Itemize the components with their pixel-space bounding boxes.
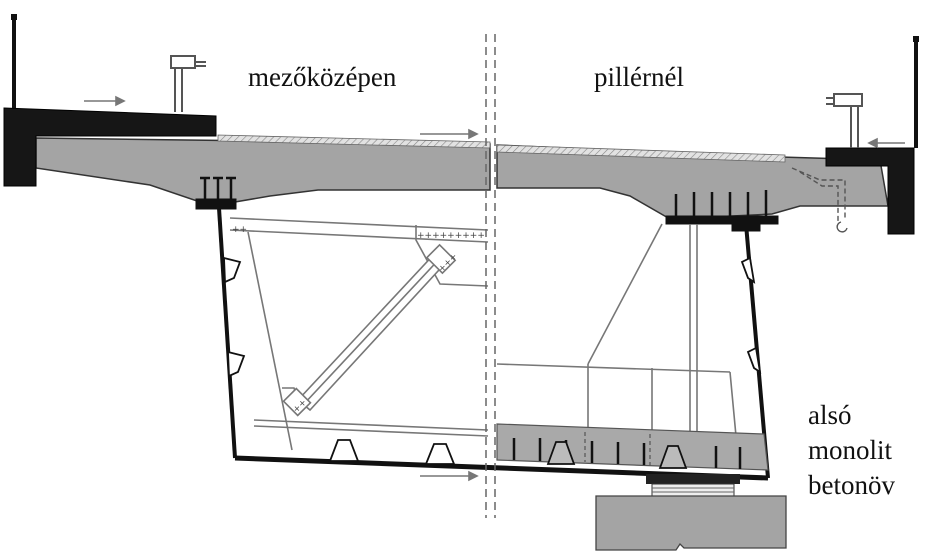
arrow-right-top: [867, 137, 905, 149]
web-stiffeners: [223, 256, 762, 378]
label-bottom-slab-line-1: alsó: [808, 400, 852, 430]
arrow-bottom: [420, 470, 479, 482]
shear-studs-right: [674, 190, 768, 216]
bearing: [646, 474, 740, 497]
deck-slab: [35, 137, 491, 203]
road-surfacing: [217, 134, 491, 149]
label-bottom-slab-line-3: betonöv: [808, 470, 895, 500]
label-bottom-slab-line-2: monolit: [808, 435, 893, 465]
pier-cap: [595, 495, 787, 551]
label-midspan: mezőközépen: [248, 62, 397, 92]
bottom-concrete-slab: [496, 423, 769, 471]
svg-text:++: ++: [232, 225, 247, 235]
cross-frame-midspan: [229, 217, 489, 451]
label-pier: pillérnél: [594, 62, 684, 92]
left-railing: [170, 55, 206, 112]
shear-studs-left: [200, 176, 236, 199]
drain-pipe: [791, 167, 846, 222]
arrow-left-top: [84, 95, 126, 107]
svg-text:+++++++++: +++++++++: [417, 231, 485, 241]
bottom-slab-dashes: [584, 432, 651, 466]
right-railing: [826, 93, 863, 148]
bottom-slab-stiffeners: [546, 441, 688, 469]
arrow-mid-top: [420, 128, 479, 140]
cross-frame-pier: [496, 223, 737, 438]
label-bottom-slab: alsó monolit betonöv: [808, 398, 895, 503]
left-edge-beam: [3, 107, 217, 187]
centerline: [485, 34, 496, 518]
road-surfacing-right: [496, 144, 786, 163]
bottom-stiffeners: [328, 439, 456, 465]
